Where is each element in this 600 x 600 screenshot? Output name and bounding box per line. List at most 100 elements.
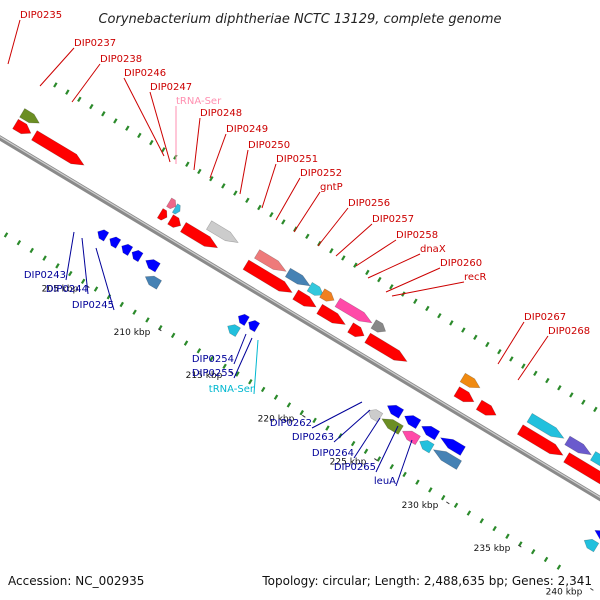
- scale-tick-label: 205 kbp: [42, 285, 79, 295]
- gc-tick: [437, 312, 442, 319]
- gc-tick: [119, 301, 124, 308]
- gc-tick: [68, 270, 73, 277]
- gene-label: DIP0263: [292, 432, 334, 443]
- gc-tick: [415, 479, 420, 485]
- gene-label: DIP0267: [524, 312, 566, 323]
- forward-gene-arrow: [253, 249, 287, 272]
- gc-tick: [132, 309, 137, 315]
- forward-gene-arrow: [242, 259, 293, 293]
- reverse-gene-arrow: [97, 229, 110, 242]
- reverse-gene-arrow: [386, 404, 405, 419]
- gc-tick: [16, 239, 22, 246]
- forward-gene-arrow: [179, 221, 219, 249]
- scale-tick-label: 210 kbp: [114, 328, 151, 338]
- genome-summary-text: Topology: circular; Length: 2,488,635 bp…: [262, 574, 592, 588]
- gc-tick: [581, 399, 586, 405]
- gene-label: DIP0258: [396, 230, 438, 241]
- gene-label: DIP0254: [192, 354, 234, 365]
- gc-tick: [93, 286, 99, 292]
- scale-ticks: 205 kbp 210 kbp 215 kbp 220 kbp 225 kbp 230 k…: [42, 285, 594, 597]
- gc-tick: [42, 255, 47, 261]
- gc-tick: [125, 125, 130, 131]
- gc-tick: [402, 471, 407, 478]
- forward-gene-arrow: [364, 332, 408, 362]
- forward-gene-arrow: [171, 203, 181, 215]
- gene-label: tRNA-Ser: [176, 96, 222, 107]
- gc-tick: [183, 340, 189, 346]
- gc-tick: [325, 425, 330, 431]
- gc-tick: [170, 332, 176, 339]
- gc-tick: [196, 348, 202, 354]
- gc-tick: [101, 111, 106, 117]
- gc-tick: [449, 320, 454, 326]
- reverse-gene-arrow: [419, 440, 435, 454]
- gc-tick: [260, 386, 266, 393]
- accession-text: Accession: NC_002935: [8, 574, 145, 588]
- scale-tick-label: 215 kbp: [186, 371, 223, 381]
- gc-tick: [492, 525, 497, 532]
- gene-label: recR: [464, 272, 487, 283]
- reverse-gene-arrow: [145, 259, 161, 273]
- gene-label: DIP0250: [248, 140, 290, 151]
- reverse-gene-arrow: [227, 324, 241, 338]
- gene-features: [12, 108, 600, 553]
- gc-tick: [185, 161, 190, 167]
- forward-gene-arrow: [564, 435, 592, 456]
- gc-tick: [428, 487, 433, 493]
- gc-tick: [235, 371, 240, 377]
- map-title: Corynebacterium diphtheriae NCTC 13129, …: [98, 12, 501, 27]
- gc-tick: [365, 269, 370, 276]
- reverse-gene-arrow: [237, 313, 250, 327]
- gene-label: DIP0249: [226, 124, 268, 135]
- gc-tick: [363, 448, 369, 454]
- forward-gene-arrow: [334, 297, 373, 324]
- gc-tick: [53, 82, 58, 88]
- gc-tick: [269, 212, 274, 218]
- gc-tick: [497, 349, 502, 355]
- scale-tick-label: 230 kbp: [402, 501, 439, 511]
- gene-label: DIP0251: [276, 154, 318, 165]
- scale-tick-label: 225 kbp: [330, 458, 367, 468]
- gene-label: DIP0252: [300, 168, 342, 179]
- reverse-gene-arrow: [432, 449, 463, 470]
- gc-tick: [55, 263, 60, 269]
- label-leader-lines: [7, 19, 549, 487]
- gc-tick: [222, 363, 227, 369]
- forward-gene-arrow: [319, 288, 335, 302]
- gc-tick: [305, 233, 310, 240]
- scale-tick-label: 235 kbp: [474, 544, 511, 554]
- genome-backbone: [0, 135, 600, 502]
- gc-tick: [65, 89, 70, 95]
- gc-tick: [29, 247, 34, 254]
- gc-tick: [286, 402, 292, 408]
- gene-label: DIP0237: [74, 38, 116, 49]
- gc-tick: [505, 533, 510, 539]
- forward-gene-arrow: [306, 281, 324, 296]
- reverse-gene-arrow: [439, 437, 466, 456]
- gc-tick: [425, 305, 430, 312]
- gc-tick: [353, 262, 358, 268]
- gc-tick: [413, 298, 418, 304]
- gene-label: DIP0256: [348, 198, 390, 209]
- gene-label: DIP0235: [20, 10, 62, 21]
- gc-tick: [113, 118, 118, 124]
- gc-tick: [245, 197, 250, 203]
- gene-label: DIP0260: [440, 258, 482, 269]
- gc-tick: [545, 377, 550, 384]
- gc-tick: [479, 518, 484, 524]
- forward-gene-arrow: [516, 424, 564, 456]
- gc-tick: [377, 276, 382, 283]
- forward-gene-arrow: [459, 372, 481, 389]
- reverse-gene-arrow: [381, 418, 404, 435]
- gc-tick: [173, 154, 178, 160]
- forward-gene-arrow: [156, 208, 168, 221]
- gc-tick: [473, 334, 478, 341]
- gc-tick: [77, 96, 82, 103]
- gc-tick: [440, 494, 446, 501]
- reverse-gene-arrow: [109, 236, 122, 249]
- reverse-gene-arrow: [404, 415, 422, 430]
- forward-gene-arrow: [347, 322, 365, 338]
- scale-tick-label: 220 kbp: [258, 414, 295, 424]
- forward-gene-arrow: [31, 130, 85, 166]
- gc-tick: [485, 341, 490, 348]
